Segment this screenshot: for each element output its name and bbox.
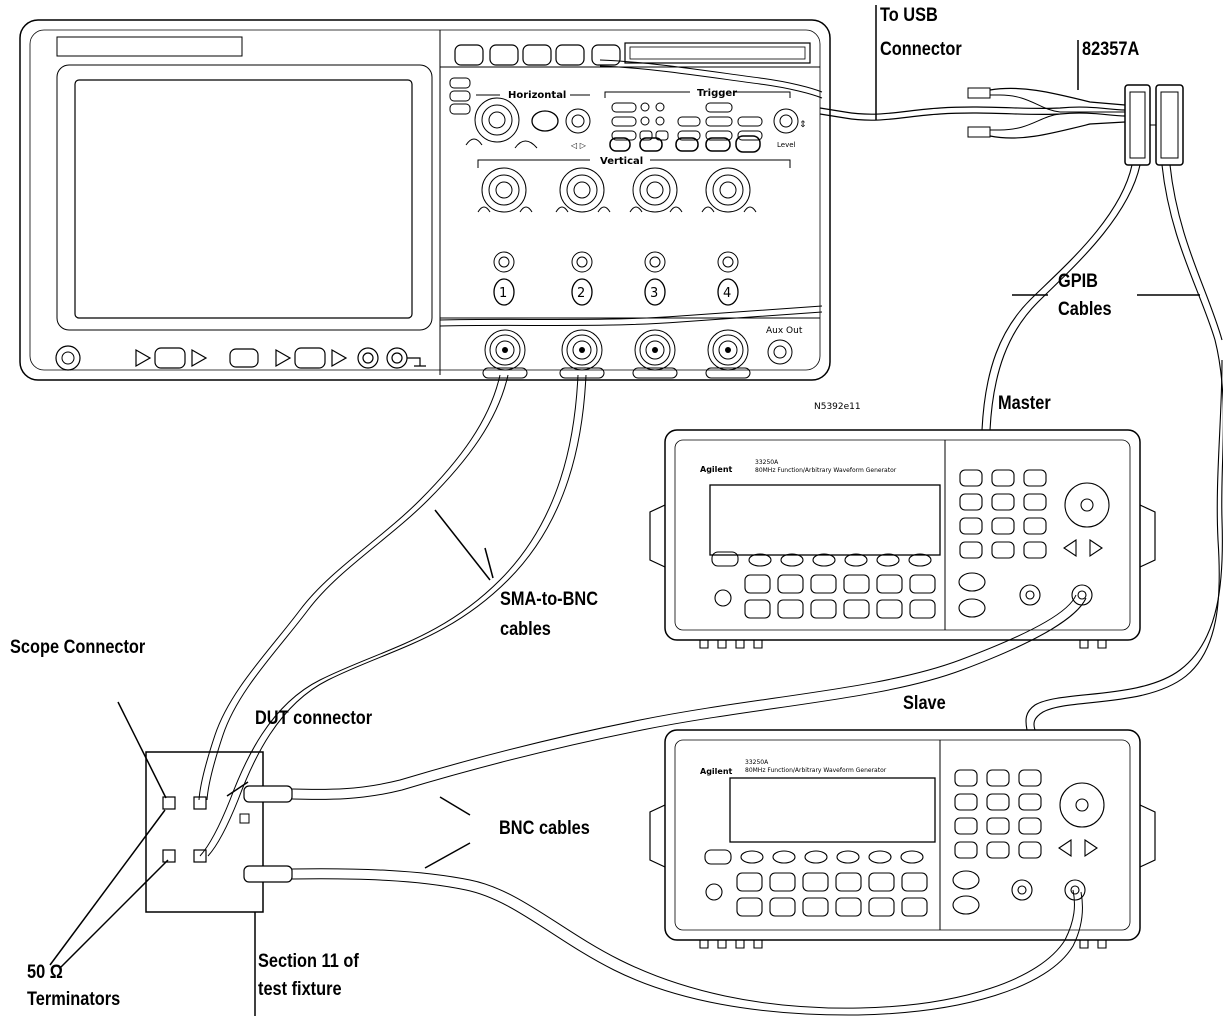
to-usb-label-line1: To USB [880, 5, 938, 26]
adapter-model-label: 82357A [1082, 39, 1140, 60]
gpib-cables [981, 164, 1223, 731]
master-model: 33250A [755, 459, 779, 466]
slave-description: 80MHz Function/Arbitrary Waveform Genera… [745, 767, 887, 774]
section11-label-line1: Section 11 of [258, 951, 359, 972]
level-label: Level [777, 141, 796, 149]
slave-label: Slave [903, 693, 946, 714]
bnc-cables [291, 594, 1087, 1016]
slave-brand: Agilent [700, 767, 733, 776]
usb-cable [439, 59, 823, 327]
test-fixture-section-11 [145, 751, 293, 913]
master-label: Master [998, 393, 1051, 414]
terminators-label-line2: Terminators [27, 989, 121, 1010]
callout-lines [49, 5, 1200, 1016]
master-description: 80MHz Function/Arbitrary Waveform Genera… [755, 467, 897, 474]
horizontal-label: Horizontal [508, 90, 566, 101]
sma-to-bnc-label-line1: SMA-to-BNC [500, 589, 599, 610]
section11-label-line2: test fixture [258, 979, 342, 1000]
scope-connector-label: Scope Connector [10, 637, 146, 658]
gpib-usb-adapter [819, 84, 1184, 166]
slave-model: 33250A [745, 759, 769, 766]
channel-3-label: 3 [650, 286, 658, 301]
sma-to-bnc-label-line2: cables [500, 619, 551, 640]
aux-out-label: Aux Out [766, 326, 803, 336]
trigger-label: Trigger [697, 88, 737, 99]
gpib-cables-label-line2: Cables [1058, 299, 1112, 320]
dut-connector-label: DUT connector [255, 708, 373, 729]
master-brand: Agilent [700, 465, 733, 474]
vertical-label: Vertical [600, 156, 643, 167]
figure-id-label: N5392e11 [814, 402, 861, 412]
channel-2-label: 2 [577, 286, 585, 301]
slave-generator: Agilent 33250A 80MHz Function/Arbitrary … [649, 729, 1156, 949]
svg-text:◁ ▷: ◁ ▷ [570, 141, 587, 150]
to-usb-label-line2: Connector [880, 39, 962, 60]
sma-to-bnc-cables [198, 374, 587, 857]
master-generator: Agilent 33250A 80MHz Function/Arbitrary … [649, 429, 1156, 649]
terminators-label-line1: 50 Ω [27, 962, 63, 983]
bnc-cables-label: BNC cables [499, 818, 590, 839]
gpib-cables-label-line1: GPIB [1058, 271, 1098, 292]
channel-4-label: 4 [723, 286, 731, 301]
svg-text:⇕: ⇕ [799, 120, 807, 130]
channel-1-label: 1 [499, 286, 507, 301]
oscilloscope: Horizontal ◁ ▷ Trigger [19, 19, 831, 381]
